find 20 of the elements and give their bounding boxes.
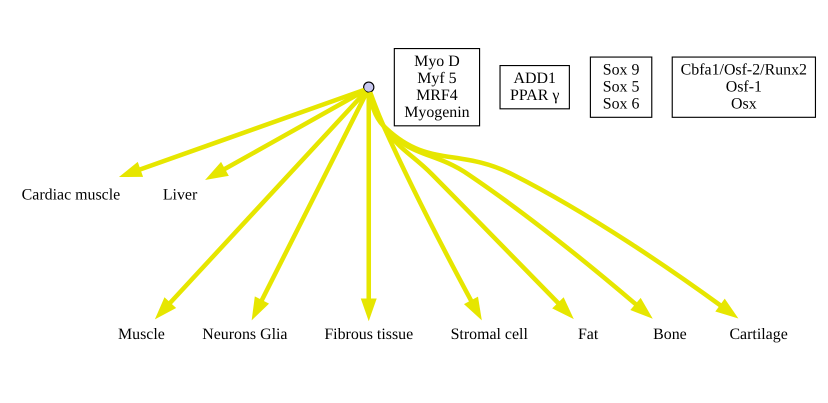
arrow (154, 89, 368, 319)
arrow (118, 87, 364, 177)
arrow (366, 92, 738, 318)
node-text: Neurons Glia (202, 326, 287, 343)
node-text: Fat (577, 326, 598, 343)
node-box: Myo D Myf 5 MRF4 Myogenin (393, 47, 480, 126)
node-text: Stromal cell (450, 326, 528, 343)
node-box: ADD1 PPAR γ (498, 64, 570, 109)
node-box: Cbfa1/Osf-2/Runx2 Osf-1 Osx (671, 56, 816, 118)
node-text: Cartilage (728, 326, 788, 343)
node-box: Sox 9 Sox 5 Sox 6 (589, 56, 652, 118)
node-text: Bone (652, 326, 686, 343)
node-text: Liver (162, 186, 197, 203)
node-circle (362, 81, 374, 92)
arrow (204, 88, 366, 180)
node-text: Cardiac muscle (21, 186, 120, 203)
node-text: Fibrous tissue (324, 326, 413, 343)
arrow (366, 91, 652, 318)
arrow (251, 90, 368, 320)
node-text: Muscle (118, 326, 164, 343)
